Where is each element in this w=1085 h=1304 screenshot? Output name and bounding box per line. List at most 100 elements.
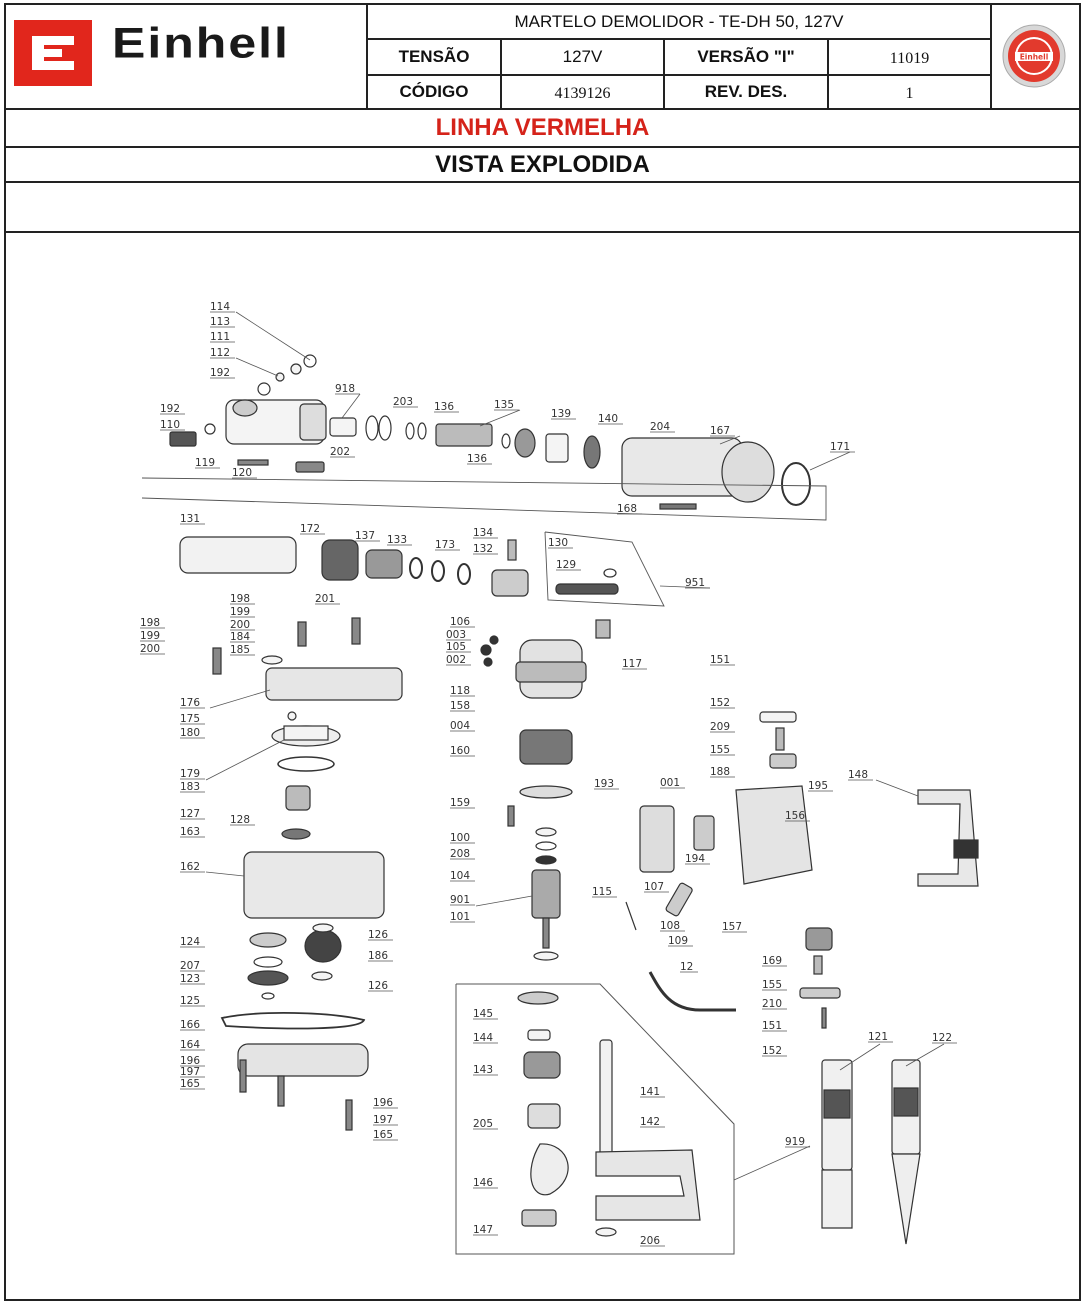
- part-label: 163: [180, 826, 200, 838]
- part-203a: [365, 415, 379, 441]
- part-111: [290, 363, 302, 375]
- part-label: 184: [230, 631, 250, 643]
- part-label: 165: [180, 1078, 200, 1090]
- part-12-cable: [648, 971, 736, 1012]
- part-label: 121: [868, 1031, 888, 1043]
- part-label: 139: [551, 408, 571, 420]
- part-label: 207: [180, 960, 200, 972]
- leader-line: [809, 451, 851, 471]
- band-divider: [4, 231, 1081, 233]
- part-label: 209: [710, 721, 730, 733]
- part-label: 205: [473, 1118, 493, 1130]
- part-label: 141: [640, 1086, 660, 1098]
- logo-e-icon: [32, 36, 74, 70]
- part-label: 106: [450, 616, 470, 628]
- part-label: 192: [160, 403, 180, 415]
- part-label: 204: [650, 421, 670, 433]
- part-label: 165: [373, 1129, 393, 1141]
- part-label: 192: [210, 367, 230, 379]
- part-139-bearing: [514, 428, 536, 458]
- tensao-label: TENSÃO: [398, 47, 470, 66]
- leader-line: [905, 1043, 945, 1067]
- part-label: 122: [932, 1032, 952, 1044]
- part-label: 120: [232, 467, 252, 479]
- part-label: 198: [140, 617, 160, 629]
- part-label: 125: [180, 995, 200, 1007]
- part-label: 166: [180, 1019, 200, 1031]
- header-divider: [366, 38, 992, 40]
- part-192: [204, 423, 216, 435]
- header-divider: [663, 38, 665, 110]
- part-173: [431, 560, 445, 582]
- part-label: 111: [210, 331, 230, 343]
- codigo-label: CÓDIGO: [399, 82, 469, 101]
- part-121-blade: [821, 1169, 853, 1229]
- part-901-shaft: [542, 917, 550, 949]
- part-label: 951: [685, 577, 705, 589]
- header-divider: [366, 3, 368, 110]
- part-207: [253, 956, 283, 968]
- part-label: 151: [762, 1020, 782, 1032]
- part-134: [507, 539, 517, 561]
- part-label: 126: [368, 980, 388, 992]
- part-label: 151: [710, 654, 730, 666]
- part-198: [297, 621, 307, 647]
- part-169-spring: [805, 927, 833, 951]
- part-205: [527, 1103, 561, 1129]
- rev-label: REV. DES.: [704, 82, 788, 101]
- part-label: 105: [446, 641, 466, 653]
- part-label: 113: [210, 316, 230, 328]
- part-127: [285, 785, 311, 811]
- part-143: [523, 1051, 561, 1079]
- part-176-cover: [265, 667, 403, 701]
- part-002: [483, 657, 493, 667]
- part-201: [351, 617, 361, 645]
- part-label: 110: [160, 419, 180, 431]
- part-label: 136: [467, 453, 487, 465]
- part-label: 199: [230, 606, 250, 618]
- part-label: 175: [180, 713, 200, 725]
- leader-line: [733, 1145, 811, 1181]
- gear-head-flange: [299, 403, 327, 441]
- part-label: 210: [762, 998, 782, 1010]
- part-918: [329, 417, 357, 437]
- part-label: 123: [180, 973, 200, 985]
- part-155b: [813, 955, 823, 975]
- part-label: 196: [373, 1097, 393, 1109]
- part-label: 919: [785, 1136, 805, 1148]
- part-label: 152: [762, 1045, 782, 1057]
- part-label: 158: [450, 700, 470, 712]
- gear-head-cap: [232, 399, 258, 417]
- part-label: 173: [435, 539, 455, 551]
- part-122-collar: [893, 1087, 919, 1117]
- document-title: MARTELO DEMOLIDOR - TE-DH 50, 127V: [514, 11, 844, 31]
- brand-name: Einhell: [112, 19, 290, 68]
- part-140: [583, 435, 601, 469]
- part-101: [533, 951, 559, 961]
- part-label: 901: [450, 894, 470, 906]
- part-label: 114: [210, 301, 230, 313]
- part-164-base: [237, 1043, 369, 1077]
- part-label: 130: [548, 537, 568, 549]
- leader-line: [719, 435, 741, 445]
- part-label: 104: [450, 870, 470, 882]
- part-label: 196: [180, 1055, 200, 1067]
- part-label: 148: [848, 769, 868, 781]
- part-label: 168: [617, 503, 637, 515]
- part-137: [365, 549, 403, 579]
- part-133: [409, 557, 423, 579]
- part-165b: [277, 1075, 285, 1107]
- leader-line: [479, 409, 521, 427]
- part-label: 140: [598, 413, 618, 425]
- header-divider: [366, 74, 992, 76]
- part-label: 131: [180, 513, 200, 525]
- part-label: 145: [473, 1008, 493, 1020]
- part-131-tube: [179, 536, 297, 574]
- group-919-frame: [455, 983, 735, 1255]
- part-163: [281, 828, 311, 840]
- part-155: [775, 727, 785, 751]
- part-001-switch: [693, 815, 715, 851]
- part-202: [295, 461, 325, 473]
- service-seal-icon: Einhell: [1002, 24, 1066, 88]
